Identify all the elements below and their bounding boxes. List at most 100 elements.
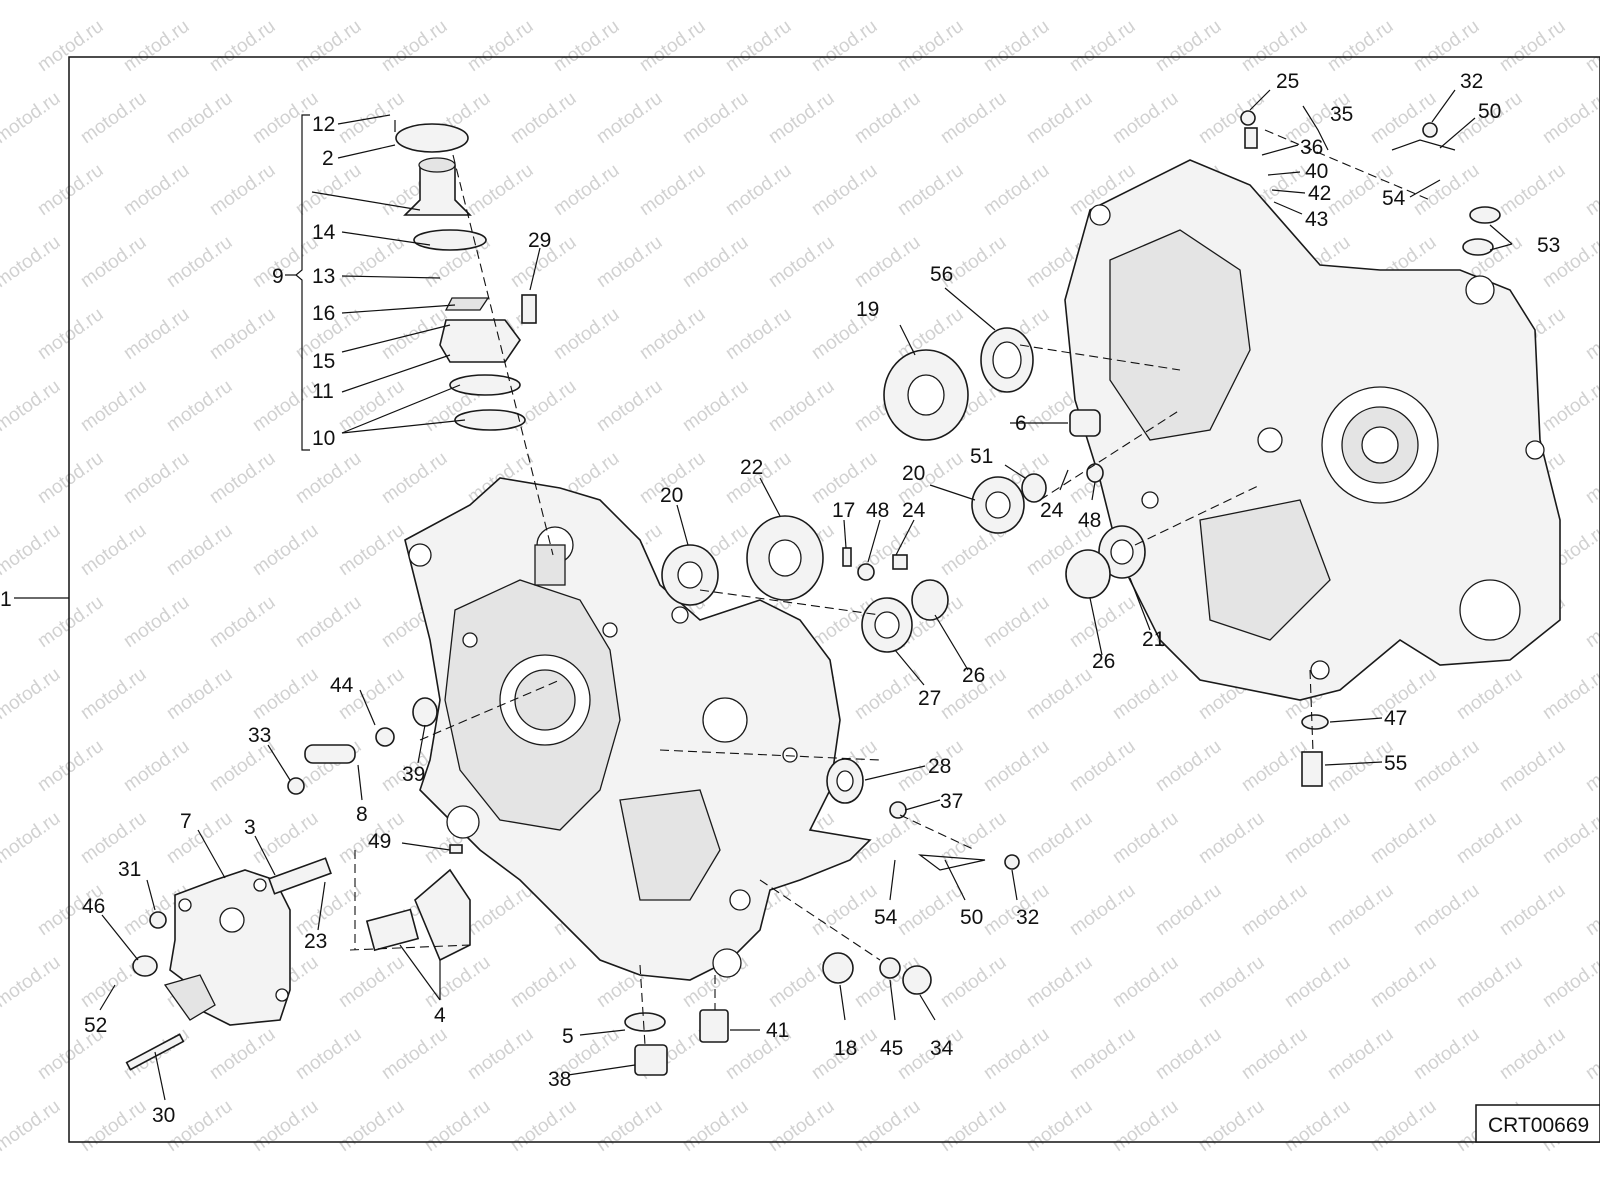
watermark-text: motod.ru (980, 592, 1053, 652)
watermark-text: motod.ru (34, 448, 107, 508)
watermark-text: motod.ru (421, 952, 494, 1012)
watermark-text: motod.ru (1281, 1096, 1354, 1156)
watermark-text: motod.ru (120, 304, 193, 364)
watermark-text: motod.ru (550, 16, 623, 76)
watermark-text: motod.ru (34, 304, 107, 364)
callout-22: 22 (740, 456, 763, 479)
callout-25: 25 (1276, 70, 1299, 93)
watermark-text: motod.ru (163, 0, 236, 4)
callout-5: 5 (562, 1025, 574, 1048)
watermark-text: motod.ru (1023, 1096, 1096, 1156)
watermark-text: motod.ru (1367, 0, 1440, 4)
watermark-text: motod.ru (765, 0, 838, 4)
watermark-text: motod.ru (1582, 592, 1600, 652)
watermark-text: motod.ru (34, 592, 107, 652)
watermark-text: motod.ru (1410, 736, 1483, 796)
watermark-text: motod.ru (77, 376, 150, 436)
watermark-text: motod.ru (1539, 88, 1600, 148)
watermark-text: motod.ru (1539, 0, 1600, 4)
callout-46: 46 (82, 895, 105, 918)
watermark-text: motod.ru (722, 16, 795, 76)
watermark-text: motod.ru (335, 1096, 408, 1156)
callout-11: 11 (312, 380, 334, 403)
callout-50-bottom: 50 (960, 906, 983, 929)
callout-labels: 12 2 14 9 13 16 15 11 10 29 20 22 17 48 … (82, 70, 1560, 1127)
watermark-text: motod.ru (1023, 88, 1096, 148)
watermark-text: motod.ru (894, 16, 967, 76)
watermark-text: motod.ru (1367, 1096, 1440, 1156)
watermark-text: motod.ru (1582, 736, 1600, 796)
callout-15: 15 (312, 350, 335, 373)
watermark-text: motod.ru (163, 520, 236, 580)
watermark-text: motod.ru (722, 160, 795, 220)
callout-44: 44 (330, 674, 354, 697)
watermark-text: motod.ru (507, 0, 580, 4)
watermark-text: motod.ru (206, 448, 279, 508)
callout-35: 35 (1330, 103, 1353, 126)
callout-38: 38 (548, 1068, 571, 1091)
watermark-text: motod.ru (1410, 16, 1483, 76)
callout-3: 3 (244, 816, 256, 839)
watermark-text: motod.ru (0, 664, 64, 724)
watermark-text: motod.ru (1023, 664, 1096, 724)
watermark-text: motod.ru (1109, 88, 1182, 148)
watermark-text: motod.ru (1582, 304, 1600, 364)
watermark-text: motod.ru (1066, 16, 1139, 76)
callout-2: 2 (322, 147, 334, 170)
callout-26-right: 26 (1092, 650, 1115, 673)
watermark-text: motod.ru (0, 808, 64, 868)
watermark-text: motod.ru (679, 0, 752, 4)
watermark-text: motod.ru (593, 1096, 666, 1156)
watermark-text: motod.ru (980, 1024, 1053, 1084)
watermark-text: motod.ru (1539, 664, 1600, 724)
watermark-text: motod.ru (1496, 736, 1569, 796)
watermark-text: motod.ru (1281, 952, 1354, 1012)
watermark-text: motod.ru (636, 304, 709, 364)
watermark-text: motod.ru (1582, 880, 1600, 940)
watermark-text: motod.ru (1023, 952, 1096, 1012)
watermark-text: motod.ru (1238, 16, 1311, 76)
watermark-text: motod.ru (206, 16, 279, 76)
watermark-text: motod.ru (1152, 880, 1225, 940)
callout-53: 53 (1537, 234, 1560, 257)
watermark-text: motod.ru (77, 520, 150, 580)
watermark-text: motod.ru (1109, 664, 1182, 724)
watermark-text: motod.ru (1281, 808, 1354, 868)
callout-54-top: 54 (1382, 187, 1406, 210)
watermark-text: motod.ru (335, 952, 408, 1012)
callout-14: 14 (312, 221, 336, 244)
callout-20-left: 20 (660, 484, 683, 507)
callout-37: 37 (940, 790, 963, 813)
watermark-text: motod.ru (1496, 1024, 1569, 1084)
watermark-text: motod.ru (765, 1096, 838, 1156)
watermark-text: motod.ru (765, 376, 838, 436)
watermark-text: motod.ru (77, 88, 150, 148)
watermark-text: motod.ru (378, 16, 451, 76)
watermark-text: motod.ru (1109, 0, 1182, 4)
watermark-text: motod.ru (765, 88, 838, 148)
watermark-text: motod.ru (464, 1024, 537, 1084)
watermark-text: motod.ru (1152, 16, 1225, 76)
watermark-text: motod.ru (1238, 1024, 1311, 1084)
callout-8: 8 (356, 803, 368, 826)
watermark-text: motod.ru (120, 736, 193, 796)
watermark-text: motod.ru (77, 1096, 150, 1156)
watermark-text: motod.ru (980, 160, 1053, 220)
callout-39: 39 (402, 763, 425, 786)
watermark-text: motod.ru (0, 952, 64, 1012)
callout-29: 29 (528, 229, 551, 252)
watermark-text: motod.ru (851, 232, 924, 292)
watermark-text: motod.ru (77, 0, 150, 4)
watermark-text: motod.ru (808, 880, 881, 940)
callout-56: 56 (930, 263, 953, 286)
group-label: 1 (0, 588, 12, 611)
watermark-text: motod.ru (1367, 952, 1440, 1012)
watermark-text: motod.ru (1152, 1024, 1225, 1084)
watermark-text: motod.ru (206, 304, 279, 364)
watermark-text: motod.ru (249, 808, 322, 868)
watermark-text: motod.ru (894, 880, 967, 940)
watermark-text: motod.ru (1582, 448, 1600, 508)
watermark-text: motod.ru (1453, 808, 1526, 868)
callout-9: 9 (272, 265, 284, 288)
watermark-text: motod.ru (636, 160, 709, 220)
